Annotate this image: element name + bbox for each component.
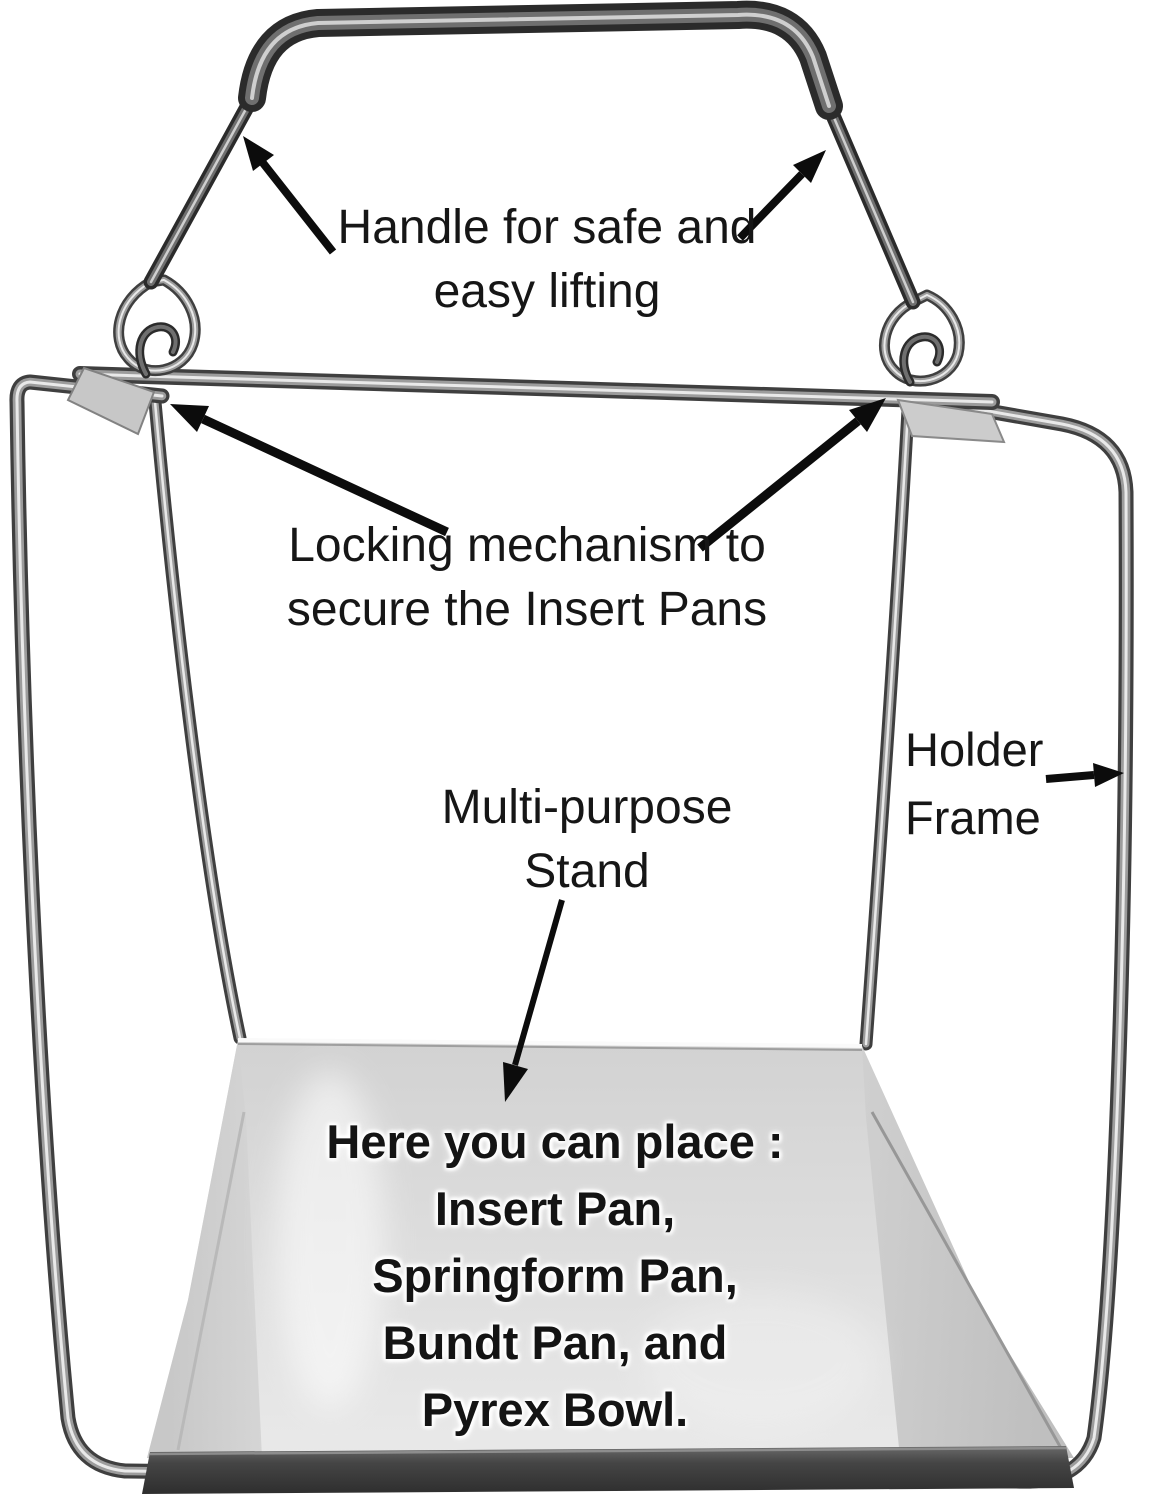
locking-label: Locking mechanism to secure the Insert P… xyxy=(287,514,767,642)
locking-arrow-right xyxy=(697,398,886,552)
hook-loop-left xyxy=(119,280,196,374)
handle-arrow-left xyxy=(243,136,337,255)
plate-right-flange xyxy=(862,1046,1074,1458)
holder-frame-label-line2: Frame xyxy=(905,791,1041,844)
plate-front-lip xyxy=(142,1446,1074,1494)
plate-label-line4: Bundt Pan, and xyxy=(382,1316,728,1369)
latch-plate-left xyxy=(66,366,156,436)
handle-label-line1: Handle for safe and xyxy=(337,201,757,254)
holder-frame-label: Holder Frame xyxy=(905,716,1043,852)
holder-frame-label-line1: Holder xyxy=(905,723,1044,776)
handle-arrow-right xyxy=(737,150,826,241)
plate-label-line5: Pyrex Bowl. xyxy=(421,1383,689,1436)
inner-post-right xyxy=(866,410,908,1044)
locking-label-line2: secure the Insert Pans xyxy=(286,583,768,636)
plate-label-line2: Insert Pan, xyxy=(434,1182,676,1235)
handle-label-line2: easy lifting xyxy=(433,265,661,318)
hook-loop-right xyxy=(884,295,959,382)
plate-label: Here you can place : Insert Pan, Springf… xyxy=(326,1108,783,1443)
handle-label: Handle for safe and easy lifting xyxy=(338,196,757,324)
stand-label-line2: Stand xyxy=(524,845,650,898)
plate-label-line3: Springform Pan, xyxy=(372,1249,738,1302)
stand-arrow xyxy=(503,899,565,1102)
latch-plate-right xyxy=(896,398,1006,444)
holder-frame-arrow xyxy=(1045,763,1124,787)
stand-label: Multi-purpose Stand xyxy=(442,776,733,904)
inner-post-left xyxy=(155,402,240,1038)
stand-label-line1: Multi-purpose xyxy=(441,781,733,834)
base-plate xyxy=(142,1038,1074,1494)
plate-left-flange xyxy=(147,1040,262,1458)
plate-label-line1: Here you can place : xyxy=(326,1115,784,1168)
locking-label-line1: Locking mechanism to xyxy=(288,519,766,572)
locking-arrow-left xyxy=(170,404,449,537)
locking-bar xyxy=(80,374,992,402)
